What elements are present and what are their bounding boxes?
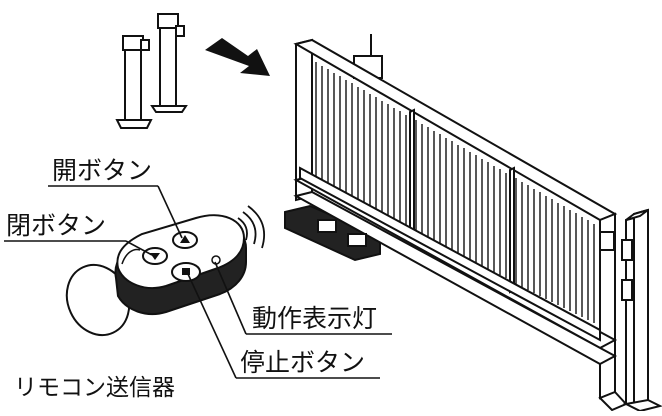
rear-post <box>150 13 188 113</box>
direction-arrow <box>205 38 270 76</box>
stop-button[interactable] <box>171 262 201 282</box>
label-stop-button: 停止ボタン <box>240 348 365 377</box>
leader-lines <box>4 185 392 379</box>
label-open-button: 開ボタン <box>52 156 152 185</box>
label-close-button: 閉ボタン <box>6 211 106 240</box>
signal-waves-icon <box>237 205 266 249</box>
left-posts <box>115 13 188 129</box>
receiving-post <box>598 208 662 413</box>
front-post <box>115 35 153 129</box>
remote-transmitter <box>65 205 266 337</box>
sliding-gate <box>284 34 662 413</box>
gate-bars <box>315 62 595 323</box>
label-remote-transmitter: リモコン送信器 <box>14 375 175 401</box>
label-operation-lamp: 動作表示灯 <box>252 304 377 333</box>
open-button[interactable] <box>172 231 198 249</box>
close-button[interactable] <box>142 247 168 265</box>
